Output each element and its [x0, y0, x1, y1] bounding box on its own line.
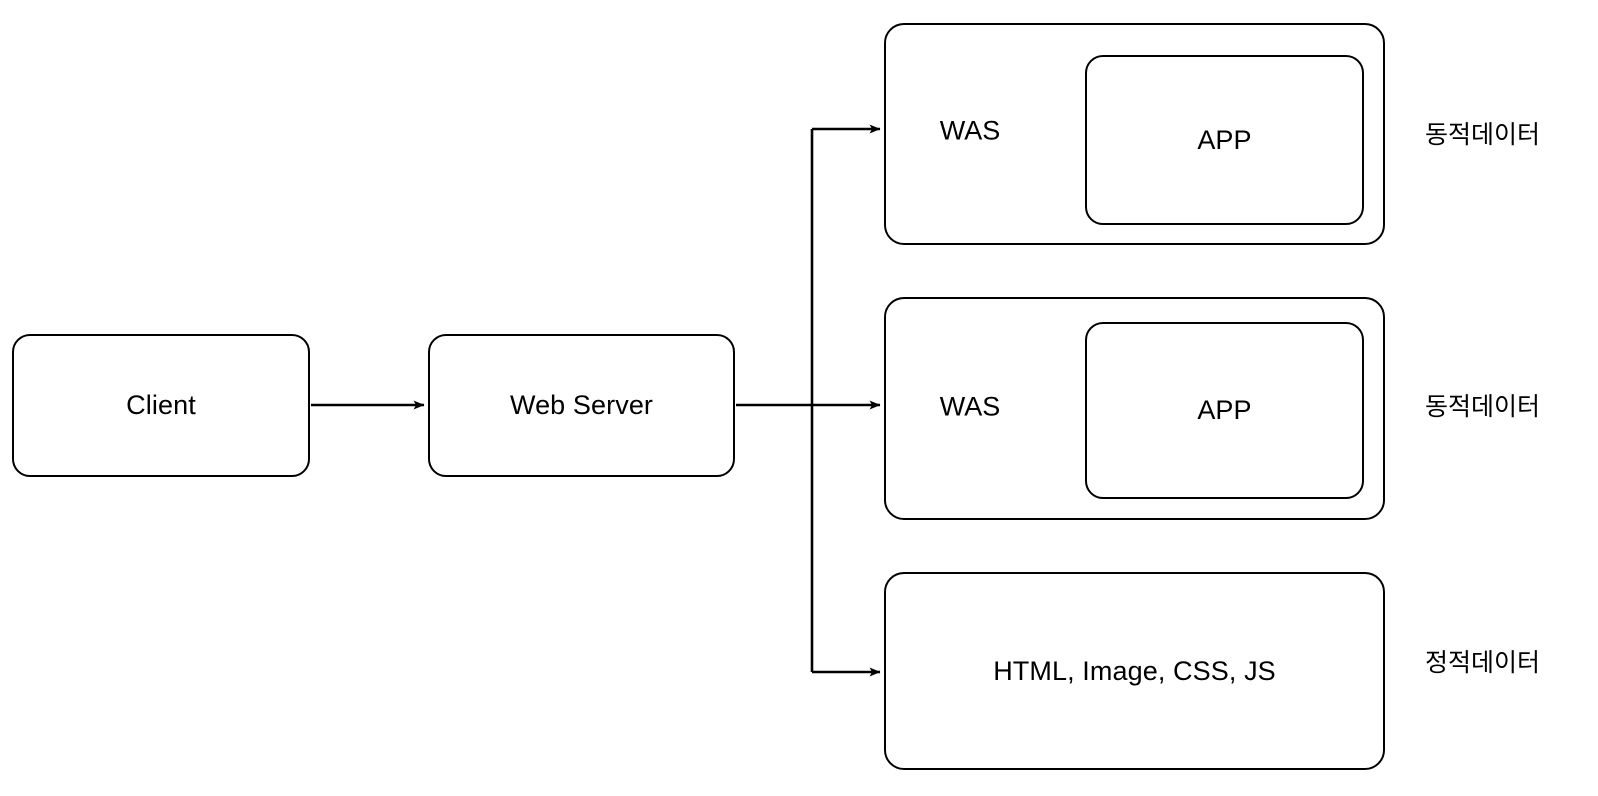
node-web-server-label: Web Server: [509, 390, 654, 420]
side-label-dynamic-middle: 동적데이터: [1425, 393, 1541, 421]
node-was-middle-label: WAS: [939, 391, 1001, 422]
node-static-assets-label: HTML, Image, CSS, JS: [993, 655, 1276, 686]
edge-web-server-trunk: [736, 129, 814, 672]
node-app-top[interactable]: APP: [1085, 55, 1364, 225]
node-was-top-label: WAS: [939, 115, 1001, 146]
node-app-top-label: APP: [1197, 124, 1252, 155]
side-label-dynamic-top: 동적데이터: [1425, 121, 1541, 149]
node-app-middle[interactable]: APP: [1085, 322, 1364, 499]
node-static-assets[interactable]: HTML, Image, CSS, JS: [884, 572, 1385, 770]
node-web-server[interactable]: Web Server: [428, 334, 735, 477]
node-was-top[interactable]: WAS APP: [884, 23, 1385, 245]
node-was-middle[interactable]: WAS APP: [884, 297, 1385, 520]
node-client[interactable]: Client: [12, 334, 310, 477]
node-client-label: Client: [126, 390, 196, 420]
side-label-static: 정적데이터: [1425, 649, 1541, 677]
node-app-middle-label: APP: [1197, 395, 1252, 425]
